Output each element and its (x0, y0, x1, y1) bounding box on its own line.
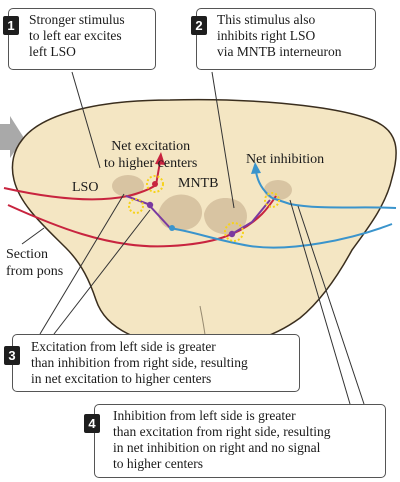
synapse-glow-left-mntb (128, 198, 144, 214)
callout-3-text: Excitation from left side is greater tha… (31, 339, 248, 386)
synapse-glow-left-lso (146, 175, 164, 193)
leader-line-3b (53, 209, 151, 335)
callout-1-text: Stronger stimulus to left ear excites le… (29, 12, 125, 59)
net-excitation-label: Net excitation to higher centers (104, 139, 198, 171)
callout-4-text: Inhibition from left side is greater tha… (113, 408, 331, 471)
excitation-arrowhead (155, 152, 165, 165)
leader-line-4b (297, 205, 365, 405)
pons-section (11, 98, 397, 348)
net-inhibition-label: Net inhibition (246, 152, 325, 167)
leader-line-4a (289, 199, 351, 405)
mntb-label: MNTB (178, 176, 219, 191)
callout-1: Stronger stimulus to left ear excites le… (8, 8, 156, 70)
right-interneuron (231, 199, 271, 235)
callout-4: Inhibition from left side is greater tha… (94, 404, 386, 478)
stimulus-arrow (0, 116, 24, 158)
interneuron-soma-right (228, 230, 236, 238)
callout-4-number-badge: 4 (84, 414, 100, 433)
leader-line-1 (71, 71, 101, 169)
inhibitory-pathway-crossing (169, 223, 393, 249)
right-lso-nucleus (264, 180, 292, 200)
synapse-glow-right-lso (264, 192, 280, 208)
inhibition-arrowhead (251, 162, 261, 174)
leader-line-3a (39, 193, 125, 335)
blue-terminal (169, 225, 175, 231)
leader-line-section (21, 227, 45, 245)
section-label: Section from pons (6, 247, 64, 279)
left-mntb-nucleus (158, 194, 203, 231)
excitatory-pathway-crossing (7, 195, 277, 248)
lso-label: LSO (72, 180, 99, 195)
left-lso-nucleus (112, 175, 144, 197)
callout-3-number-badge: 3 (4, 346, 20, 365)
callout-1-number-badge: 1 (3, 16, 19, 35)
excitation-output-arrow (155, 161, 161, 186)
callout-3: Excitation from left side is greater tha… (12, 334, 300, 392)
right-mntb-nucleus (204, 198, 247, 235)
callout-2-number-badge: 2 (191, 16, 207, 35)
callout-2-text: This stimulus also inhibits right LSO vi… (217, 12, 342, 59)
leader-line-2 (211, 71, 235, 209)
synapse-glow-right-mntb (224, 222, 244, 242)
callout-2: This stimulus also inhibits right LSO vi… (196, 8, 376, 70)
interneuron-soma-left (146, 201, 154, 209)
excitatory-pathway-left (3, 184, 157, 201)
inhibition-output-arrow (255, 171, 273, 199)
